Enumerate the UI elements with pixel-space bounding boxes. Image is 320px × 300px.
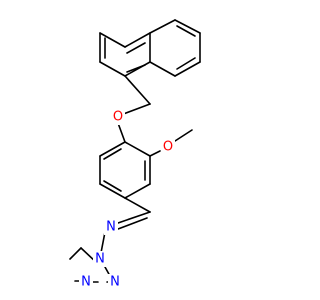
bond-naph-a6: [99, 32, 126, 48]
bond-naph-b5: [149, 61, 176, 77]
bond-layer: [69, 19, 201, 283]
bond-naph-a3: [124, 61, 151, 77]
bond-benz-double-3: [103, 148, 122, 160]
bond-benz-6: [99, 141, 126, 157]
bond-naph-ch2: [124, 75, 151, 105]
atom-n-imine: N: [106, 220, 116, 235]
bond-benz-4: [99, 183, 126, 199]
bond-naph-b1: [149, 19, 176, 34]
bond-benz-1: [124, 141, 151, 157]
atom-label-layer: O O N N N N: [79, 109, 175, 290]
bond-naph-a1: [124, 32, 151, 48]
molecule-structure-diagram: O O N N N N: [69, 19, 201, 290]
bond-naph-a-double-2: [126, 64, 146, 73]
bond-naph-b-double-2: [176, 57, 196, 70]
bond-triazole-4: [69, 247, 82, 260]
bond-naph-b2: [174, 19, 201, 34]
atom-n-triazole-4: N: [81, 275, 91, 290]
bond-benz-ch: [124, 197, 151, 213]
bond-benz-omethoxy: [149, 150, 161, 157]
bond-naph-b-double-1: [176, 25, 196, 37]
bond-naph-b4: [174, 61, 201, 77]
bond-o-benz: [117, 122, 126, 143]
atom-n-triazole-3: N: [110, 275, 120, 290]
bond-naph-a-double-1: [126, 42, 146, 54]
atom-o-methoxy: O: [163, 140, 173, 155]
atom-n-triazole-1: N: [95, 252, 105, 267]
bond-benz-3: [124, 183, 151, 199]
bond-ch-n-2: [117, 217, 148, 230]
bond-omethoxy-ch3: [174, 129, 193, 142]
bond-ch-n-1: [117, 211, 151, 224]
structure-canvas: O O N N N N: [69, 19, 201, 290]
atom-o-ether: O: [113, 110, 123, 125]
bond-naph-a4: [99, 61, 126, 77]
bond-benz-double-2: [103, 180, 122, 192]
